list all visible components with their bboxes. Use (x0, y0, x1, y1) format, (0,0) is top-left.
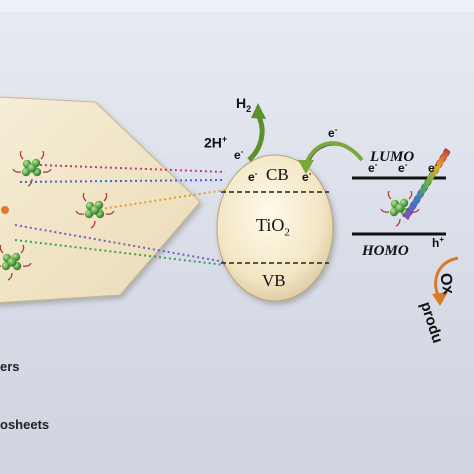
orange-marker (1, 206, 9, 214)
tio2-label: TiO2 (256, 215, 290, 239)
electron-cb-right: e- (302, 169, 312, 184)
connector-lines (14, 164, 226, 266)
electron-lumo-3: e- (428, 160, 438, 175)
light-rays (402, 148, 451, 220)
proton-label: 2H+ (204, 134, 228, 151)
homo-label: HOMO (362, 243, 409, 259)
hole-label: h+ (432, 235, 445, 250)
electron-lumo-2: e- (398, 160, 408, 175)
vb-label: VB (262, 271, 286, 290)
legend-text-1: ers (0, 359, 20, 374)
electron-transfer-arrowhead (298, 160, 314, 174)
top-border (0, 0, 474, 12)
h2-arrowhead (251, 103, 266, 119)
oxidation-text: Ox (436, 271, 457, 296)
electron-label-h2: e- (234, 147, 244, 162)
h2-label: H2 (236, 95, 252, 114)
electron-cb-left: e- (248, 169, 258, 184)
oxidation-arrowhead (432, 292, 448, 306)
nanosheet (0, 96, 201, 304)
electron-label-transfer: e- (328, 125, 338, 140)
legend-text-2: osheets (0, 417, 50, 432)
lumo-label: LUMO (370, 149, 415, 165)
h2-arrow (247, 113, 265, 162)
electron-transfer-arrow (304, 141, 364, 165)
electron-lumo-1: e- (368, 160, 378, 175)
cb-label: CB (266, 165, 289, 184)
